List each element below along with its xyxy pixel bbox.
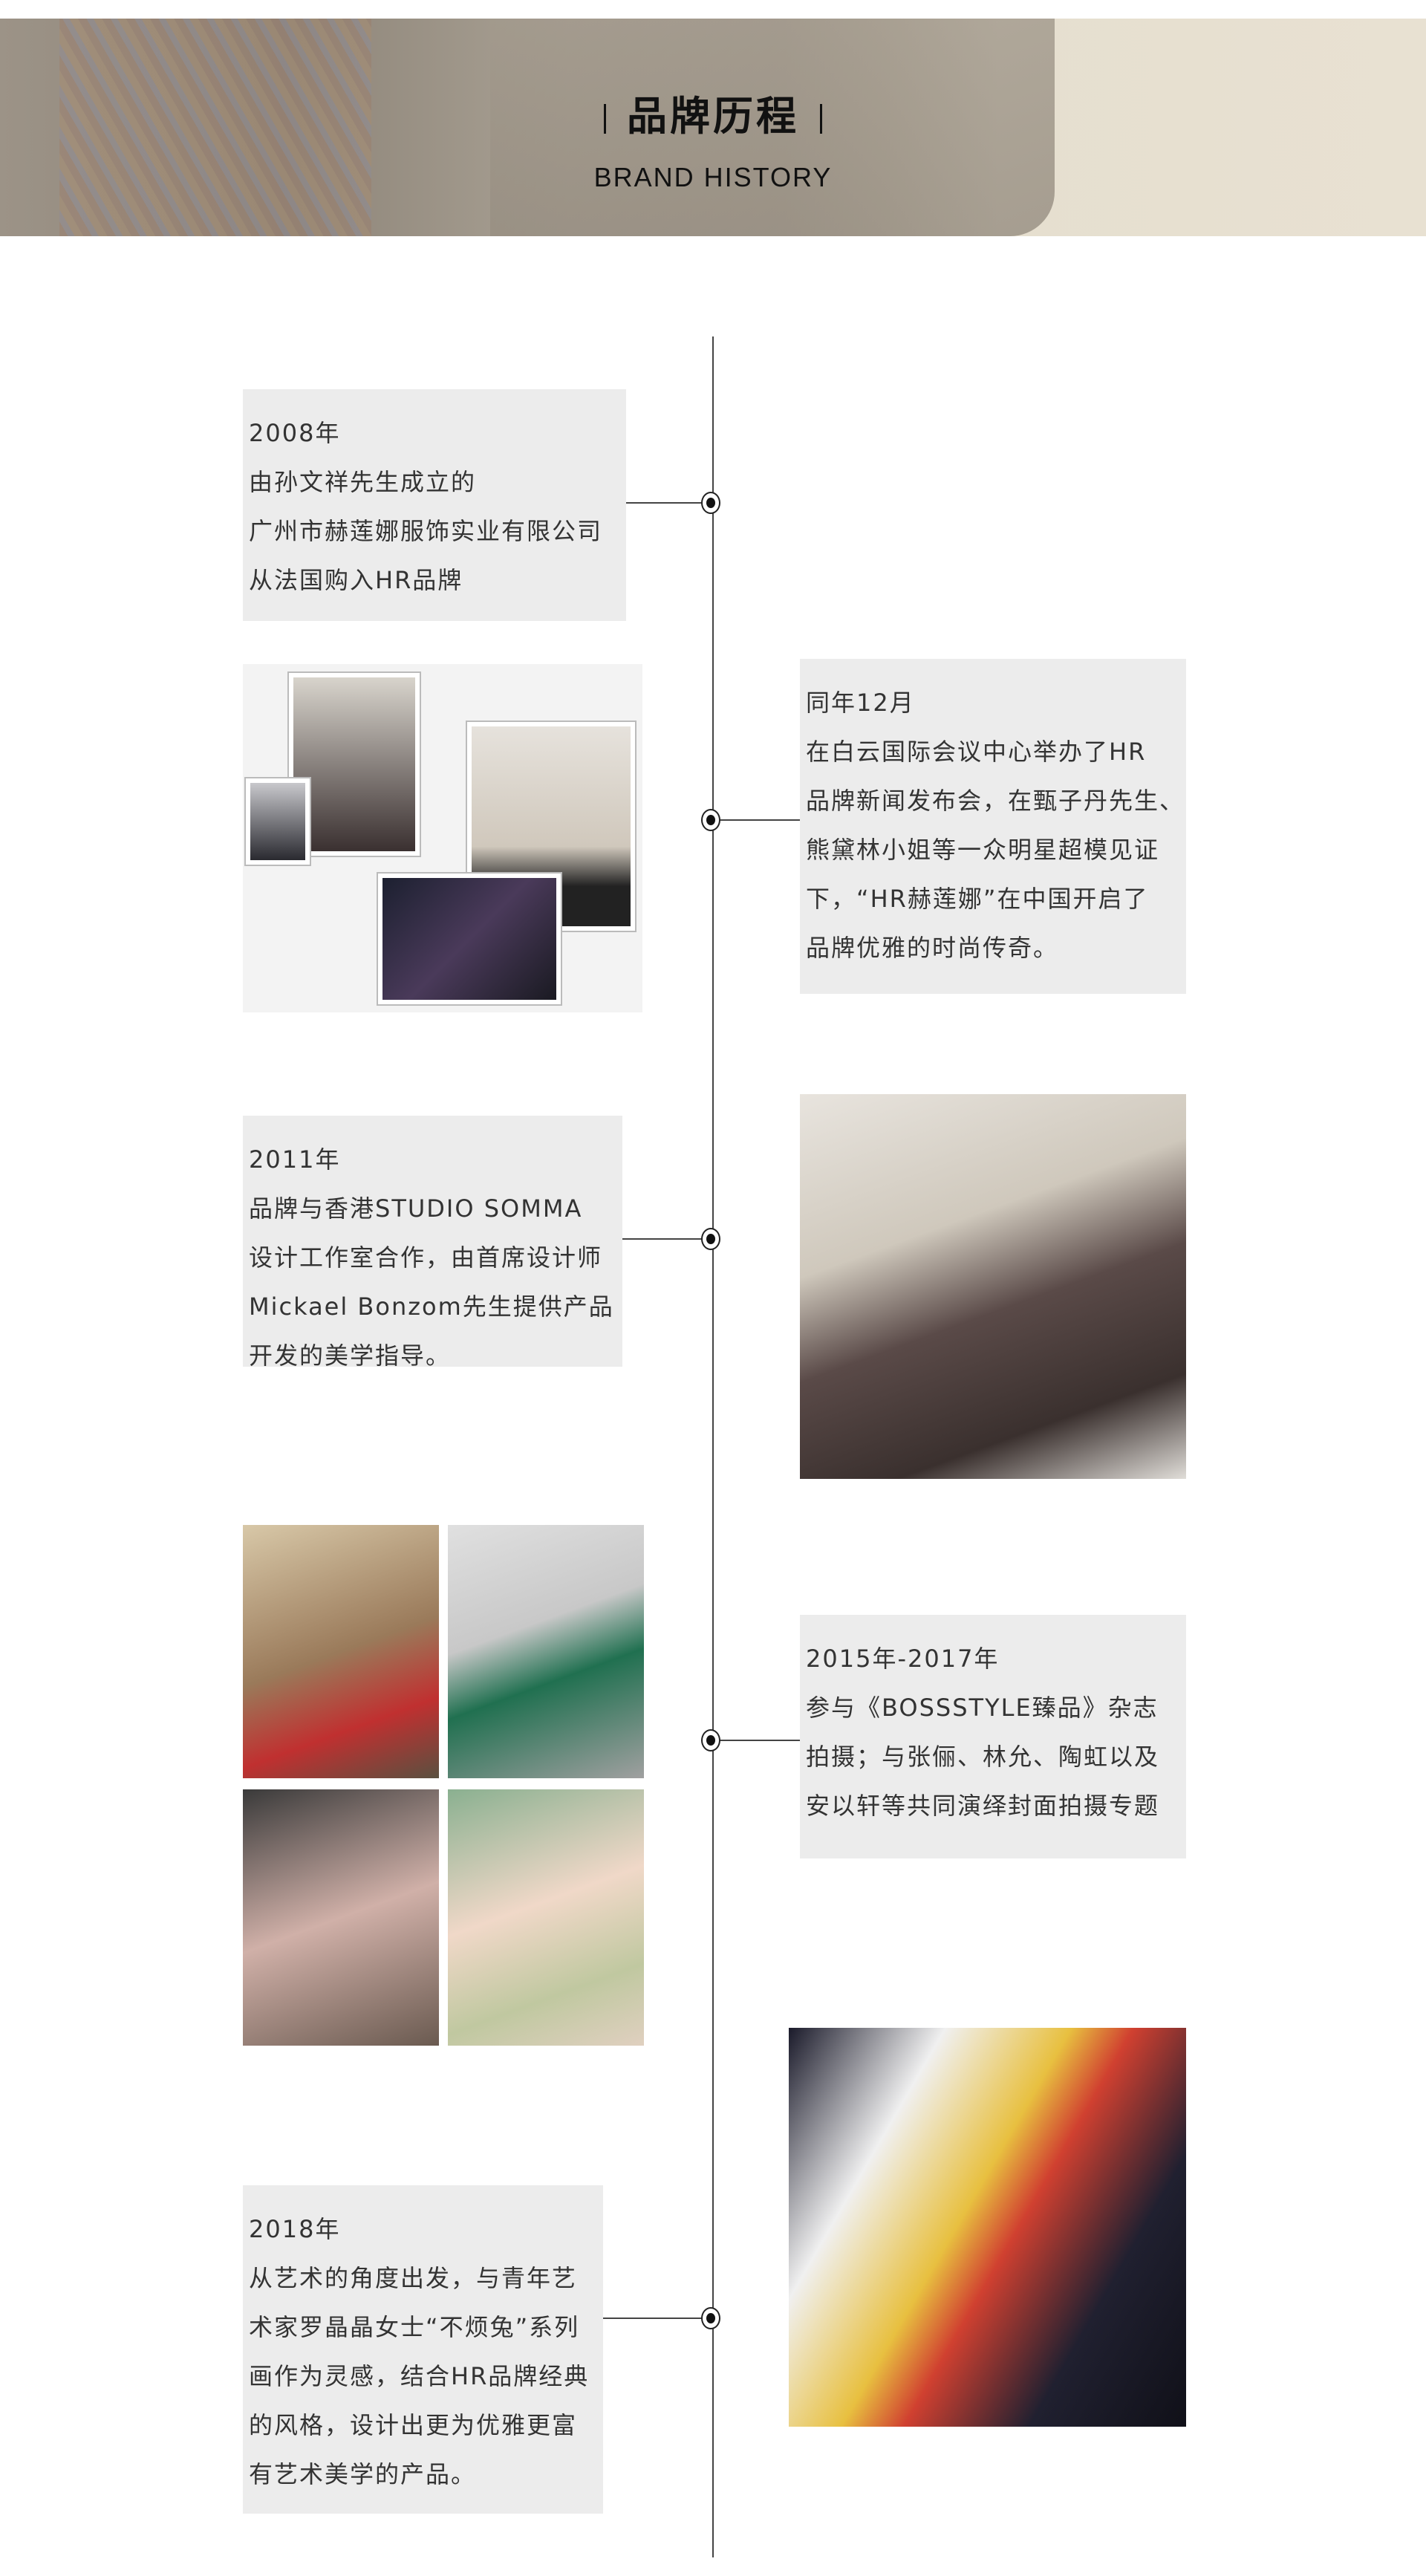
timeline-dot [701, 1729, 720, 1752]
entry-line: 开发的美学指导。 [249, 1341, 452, 1370]
connector [718, 1740, 800, 1741]
entry-line: 的风格，设计出更为优雅更富 [249, 2411, 578, 2439]
collage-photo [244, 777, 311, 866]
timeline-axis [712, 336, 714, 2557]
entry-line: 拍摄；与张俪、林允、陶虹以及 [806, 1743, 1160, 1771]
entry-line: 熊黛林小姐等一众明星超模见证 [806, 836, 1160, 864]
timeline-entry-december: 同年12月 在白云国际会议中心举办了HR 品牌新闻发布会，在甄子丹先生、 熊黛林… [800, 659, 1186, 994]
page-title: 品牌历程 [0, 83, 1426, 142]
entry-line: 在白云国际会议中心举办了HR [806, 738, 1147, 766]
magazine-cover [243, 1525, 439, 1778]
entry-year: 2008年 [249, 419, 341, 447]
entry-line: 术家罗晶晶女士“不烦兔”系列 [249, 2313, 580, 2341]
entry-line: Mickael Bonzom先生提供产品 [249, 1292, 614, 1321]
connector [603, 2318, 708, 2319]
hero-banner: 品牌历程 BRAND HISTORY [0, 19, 1426, 236]
entry-line: 品牌优雅的时尚传奇。 [806, 934, 1059, 962]
entry-year: 2011年 [249, 1145, 341, 1174]
entry-year: 同年12月 [806, 689, 915, 717]
connector [622, 1238, 708, 1240]
magazine-cover [448, 1789, 644, 2046]
entry-line: 品牌与香港STUDIO SOMMA [249, 1194, 583, 1223]
title-divider [820, 104, 822, 134]
press-event-collage [243, 664, 642, 1012]
collage-photo [287, 671, 421, 857]
page-subtitle: BRAND HISTORY [593, 162, 833, 192]
designer-portrait-photo [800, 1094, 1186, 1479]
entry-year: 2018年 [249, 2215, 341, 2243]
timeline-entry-2018: 2018年 从艺术的角度出发，与青年艺 术家罗晶晶女士“不烦兔”系列 画作为灵感… [243, 2185, 603, 2514]
entry-line: 从法国购入HR品牌 [249, 566, 463, 594]
artist-collaboration-photo [789, 2028, 1186, 2427]
hero-bag-image [490, 19, 1055, 236]
entry-line: 参与《BOSSSTYLE臻品》杂志 [806, 1694, 1159, 1722]
connector [718, 819, 800, 821]
magazine-cover [243, 1789, 439, 2046]
timeline-dot [701, 492, 720, 514]
title-divider [604, 104, 606, 134]
timeline-entry-2015-2017: 2015年-2017年 参与《BOSSSTYLE臻品》杂志 拍摄；与张俪、林允、… [800, 1615, 1186, 1858]
timeline-dot [701, 809, 720, 831]
entry-line: 设计工作室合作，由首席设计师 [249, 1243, 603, 1272]
entry-line: 有艺术美学的产品。 [249, 2460, 477, 2488]
timeline-entry-2011: 2011年 品牌与香港STUDIO SOMMA 设计工作室合作，由首席设计师 M… [243, 1116, 622, 1370]
entry-line: 品牌新闻发布会，在甄子丹先生、 [806, 787, 1185, 815]
collage-photo [466, 721, 637, 932]
entry-line: 下，“HR赫莲娜”在中国开启了 [806, 885, 1149, 913]
magazine-covers-grid [243, 1525, 644, 2046]
timeline-entry-2008: 2008年 由孙文祥先生成立的 广州市赫莲娜服饰实业有限公司 从法国购入HR品牌 [243, 389, 626, 621]
entry-line: 安以轩等共同演绎封面拍摄专题 [806, 1792, 1160, 1820]
magazine-cover [448, 1525, 644, 1778]
timeline-dot [701, 1228, 720, 1250]
entry-line: 从艺术的角度出发，与青年艺 [249, 2264, 578, 2292]
timeline-dot [701, 2307, 720, 2329]
hero-scarf-image [59, 19, 371, 236]
entry-line: 由孙文祥先生成立的 [249, 468, 477, 496]
entry-year: 2015年-2017年 [806, 1645, 1000, 1673]
connector [626, 502, 708, 504]
entry-line: 广州市赫莲娜服饰实业有限公司 [249, 517, 603, 545]
entry-line: 画作为灵感，结合HR品牌经典 [249, 2362, 590, 2390]
title-text: 品牌历程 [627, 93, 799, 140]
collage-photo [377, 872, 562, 1006]
